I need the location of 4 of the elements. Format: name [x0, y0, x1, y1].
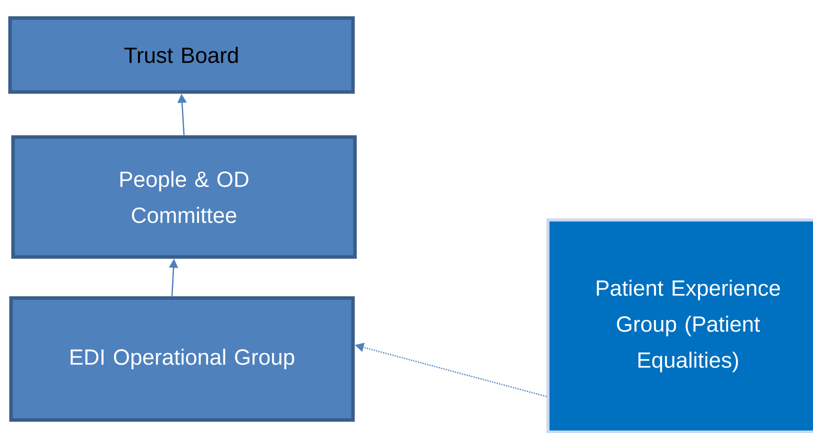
committee-box: EDI Operational Group — [9, 296, 355, 422]
group-box: Patient Experience Group (Patient Equalities) — [546, 218, 813, 433]
committee-box: Trust Board — [8, 16, 355, 94]
committee-box: People & OD Committee — [11, 135, 357, 259]
